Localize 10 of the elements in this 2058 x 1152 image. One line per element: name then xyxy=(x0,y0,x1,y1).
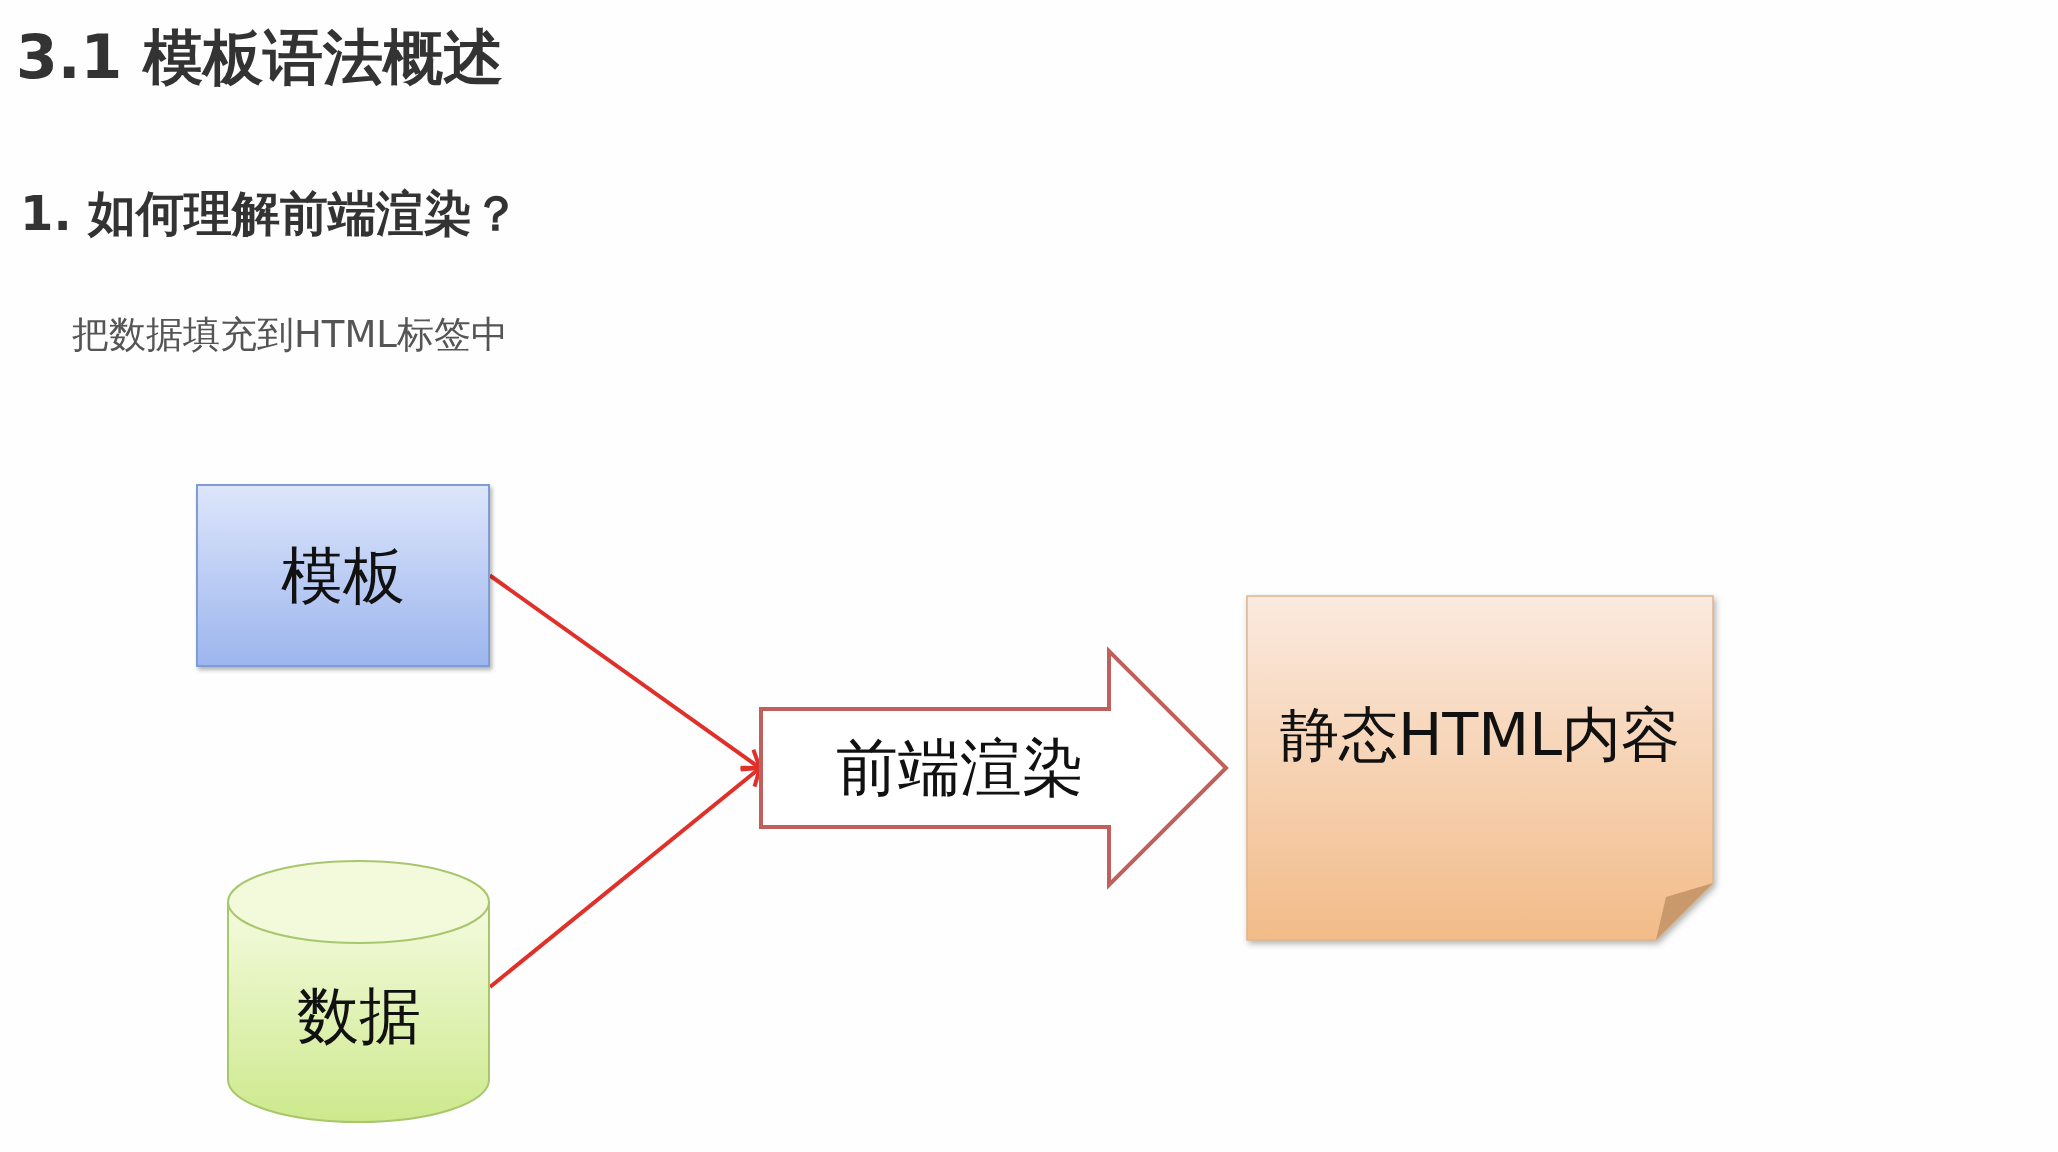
database-cylinder xyxy=(227,860,490,1122)
node-label: 前端渲染 xyxy=(836,730,1084,806)
node-label: 模板 xyxy=(281,537,405,614)
node-label: 数据 xyxy=(296,978,421,1054)
section-heading: 1. 如何理解前端渲染？ xyxy=(20,184,521,243)
note-shape xyxy=(1247,596,1713,940)
page-title: 3.1 模板语法概述 xyxy=(16,21,504,94)
body-text: 把数据填充到HTML标签中 xyxy=(72,312,508,358)
process-box xyxy=(196,484,490,667)
node-label: 静态HTML内容 xyxy=(1279,699,1681,771)
